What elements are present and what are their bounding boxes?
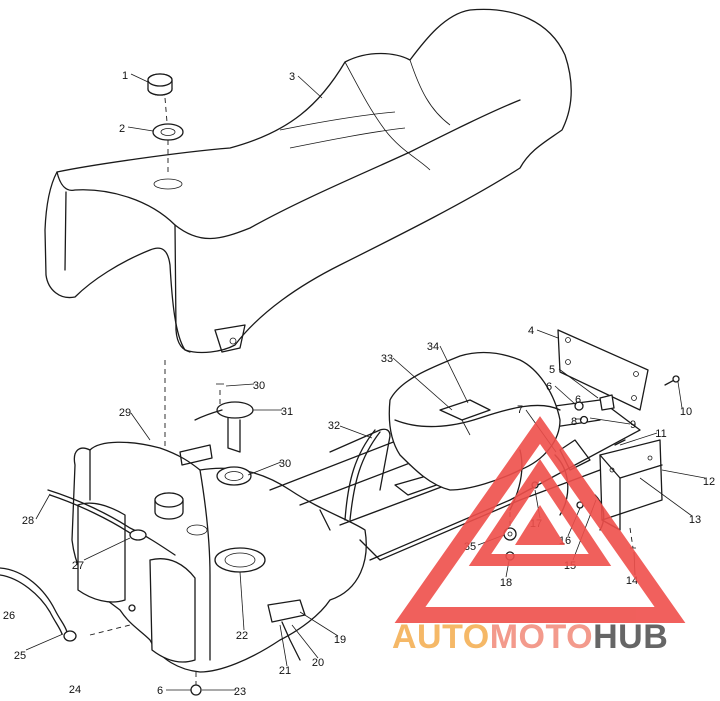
callout-9: 9 (630, 419, 636, 431)
callout-6: 6 (157, 685, 163, 697)
callout-19: 19 (334, 634, 346, 646)
hoses-drawing (0, 489, 176, 642)
callout-31: 31 (281, 406, 293, 418)
callout-26: 26 (3, 610, 15, 622)
callout-5: 5 (549, 364, 555, 376)
callout-34: 34 (427, 341, 439, 353)
callout-29: 29 (119, 407, 131, 419)
fuel-sender-drawing (194, 383, 254, 453)
callout-22: 22 (236, 630, 248, 642)
callout-12: 12 (703, 476, 715, 488)
callout-2: 2 (119, 123, 125, 135)
callout-6: 6 (546, 381, 552, 393)
callout-8: 8 (571, 416, 577, 428)
callout-10: 10 (680, 406, 692, 418)
callout-33: 33 (381, 353, 393, 365)
callout-4: 4 (528, 325, 534, 337)
callout-3: 3 (289, 71, 295, 83)
watermark-logo (394, 416, 686, 623)
callout-32: 32 (328, 420, 340, 432)
callout-11: 11 (655, 428, 666, 440)
callout-30: 30 (279, 458, 291, 470)
callout-30: 30 (253, 380, 265, 392)
callout-1: 1 (122, 70, 128, 82)
callout-24: 24 (69, 684, 81, 696)
callout-21: 21 (279, 665, 291, 677)
seat-drawing (44, 8, 572, 354)
callout-6: 6 (575, 394, 581, 406)
callout-25: 25 (14, 650, 26, 662)
fuel-cap-parts (147, 73, 184, 500)
callout-23: 23 (234, 686, 246, 698)
callout-labels: 1234566789101112131415161718192021222324… (3, 70, 715, 698)
callout-18: 18 (500, 577, 512, 589)
callout-27: 27 (72, 560, 84, 572)
watermark-text: AUTOMOTOHUB (392, 618, 668, 656)
watermark-text-auto: AUTO (392, 618, 490, 656)
callout-7: 7 (517, 404, 523, 416)
fuel-tank-drawing (71, 441, 367, 696)
bracket-plate-drawing (557, 329, 649, 411)
watermark-text-moto: MOTO (490, 618, 593, 656)
callout-13: 13 (689, 514, 701, 526)
callout-20: 20 (312, 657, 324, 669)
watermark-text-hub: HUB (593, 618, 668, 656)
callout-28: 28 (22, 515, 34, 527)
